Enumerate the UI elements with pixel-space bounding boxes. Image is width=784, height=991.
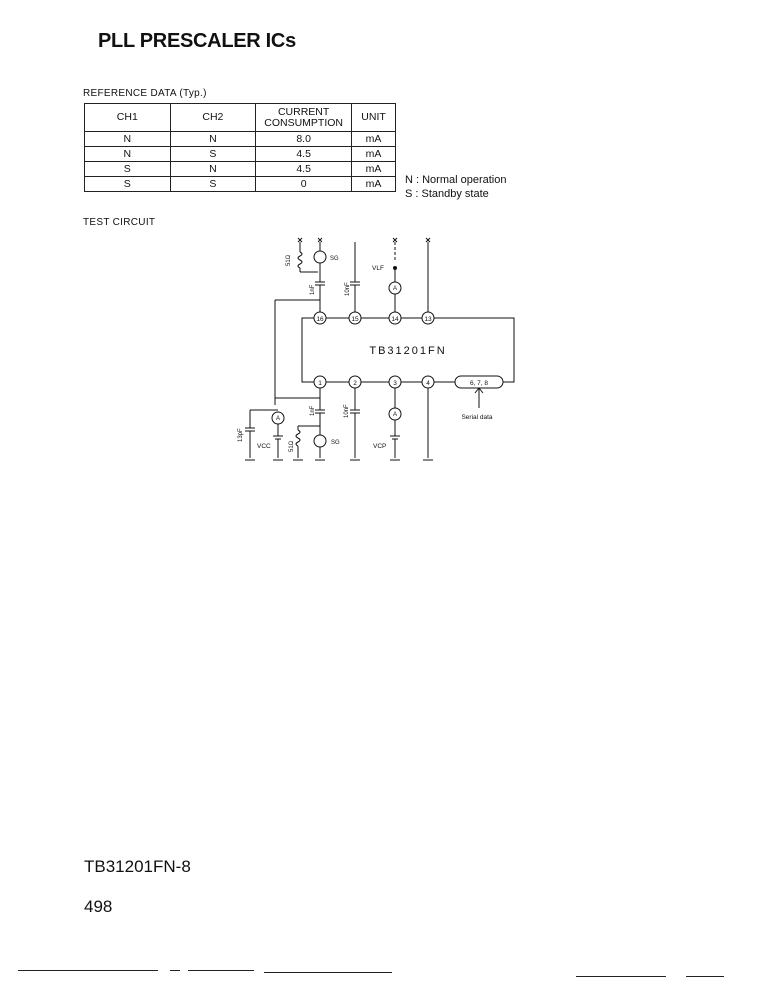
- c-10nf-bottom-label: 10nF: [344, 404, 350, 418]
- pin-13-label: 13: [424, 316, 432, 323]
- footer-rule: [18, 970, 158, 971]
- pin-2-label: 2: [353, 380, 357, 387]
- reference-data-label: REFERENCE DATA (Typ.): [83, 88, 207, 99]
- test-circuit-label: TEST CIRCUIT: [83, 217, 156, 228]
- c-13pf-label: 13pF: [238, 428, 244, 442]
- c-1nf-top-label: 1nF: [310, 284, 316, 295]
- resistor-bottom: [295, 429, 301, 447]
- table-row: N N 8.0 mA: [84, 131, 396, 147]
- cell: mA: [351, 131, 396, 147]
- ammeter-vcp-label: A: [393, 412, 397, 418]
- cell: N: [169, 161, 257, 177]
- cell: S: [169, 146, 257, 162]
- pin-1-label: 1: [318, 380, 322, 387]
- page-title: PLL PRESCALER ICs: [98, 30, 296, 52]
- cell: S: [169, 176, 257, 192]
- ic-body: [301, 317, 515, 383]
- table-row: N S 4.5 mA: [84, 146, 396, 162]
- legend-standby: S : Standby state: [405, 188, 489, 200]
- c-10nf-top-label: 10nF: [345, 282, 351, 296]
- header-current: CURRENT CONSUMPTION: [255, 103, 353, 132]
- reference-data-table: CH1 CH2 CURRENT CONSUMPTION UNIT N N 8.0…: [84, 103, 396, 192]
- pin-14-label: 14: [391, 316, 399, 323]
- ammeter-vcc-label: A: [276, 416, 280, 422]
- vcp-label: VCP: [373, 443, 386, 450]
- vlf-label: VLF: [372, 265, 384, 272]
- r-bottom-label: 51Ω: [289, 440, 295, 452]
- cell: N: [169, 131, 257, 147]
- pin-15: [348, 311, 362, 325]
- footer-rule: [686, 976, 724, 977]
- sg-bottom-label: SG: [331, 440, 340, 446]
- ic-name: TB31201FN: [369, 345, 446, 357]
- page-number: 498: [84, 897, 113, 916]
- part-number: TB31201FN-8: [84, 857, 191, 876]
- footer-rule: [264, 972, 392, 973]
- cell: S: [84, 161, 171, 177]
- top-terminal-marks: [297, 237, 431, 243]
- cell: 8.0: [255, 131, 353, 147]
- cell: N: [84, 146, 171, 162]
- ammeter-top-label: A: [393, 286, 397, 292]
- cell: 4.5: [255, 146, 353, 162]
- table-row: S S 0 mA: [84, 176, 396, 192]
- serial-data-label: Serial data: [461, 414, 492, 421]
- vcc-label: VCC: [257, 443, 271, 450]
- pin-13: [421, 311, 435, 325]
- sg-top-label: SG: [330, 256, 339, 262]
- table-header-row: CH1 CH2 CURRENT CONSUMPTION UNIT: [84, 103, 396, 132]
- resistor-top: [297, 251, 303, 269]
- pin-16-label: 16: [316, 316, 324, 323]
- cell: S: [84, 176, 171, 192]
- header-ch2: CH2: [169, 103, 257, 132]
- cell: 4.5: [255, 161, 353, 177]
- cell: mA: [351, 161, 396, 177]
- cell: mA: [351, 176, 396, 192]
- pin-4-label: 4: [426, 380, 430, 387]
- pin-group-label: 6, 7, 8: [470, 380, 488, 387]
- pin-3-label: 3: [393, 380, 397, 387]
- table-row: S N 4.5 mA: [84, 161, 396, 177]
- footer-rule: [576, 976, 666, 977]
- pin-15-label: 15: [351, 316, 359, 323]
- legend: N : Normal operation S : Standby state: [405, 173, 507, 201]
- header-unit: UNIT: [351, 103, 396, 132]
- footer-rule: [188, 970, 254, 971]
- cell: 0: [255, 176, 353, 192]
- test-circuit-diagram: TB31201FN 16 15 14 13 1 2 3 4 6, 7, 8 Se…: [238, 237, 515, 461]
- header-ch1: CH1: [84, 103, 171, 132]
- c-1nf-bottom-label: 1nF: [310, 405, 316, 416]
- signal-generator-top: [313, 250, 327, 264]
- footer-rule: [170, 970, 180, 971]
- legend-normal: N : Normal operation: [405, 174, 507, 186]
- pin-14: [388, 311, 402, 325]
- signal-generator-bottom: [313, 434, 327, 448]
- cell: mA: [351, 146, 396, 162]
- pin-16: [313, 311, 327, 325]
- r-top-label: 51Ω: [286, 254, 292, 266]
- cell: N: [84, 131, 171, 147]
